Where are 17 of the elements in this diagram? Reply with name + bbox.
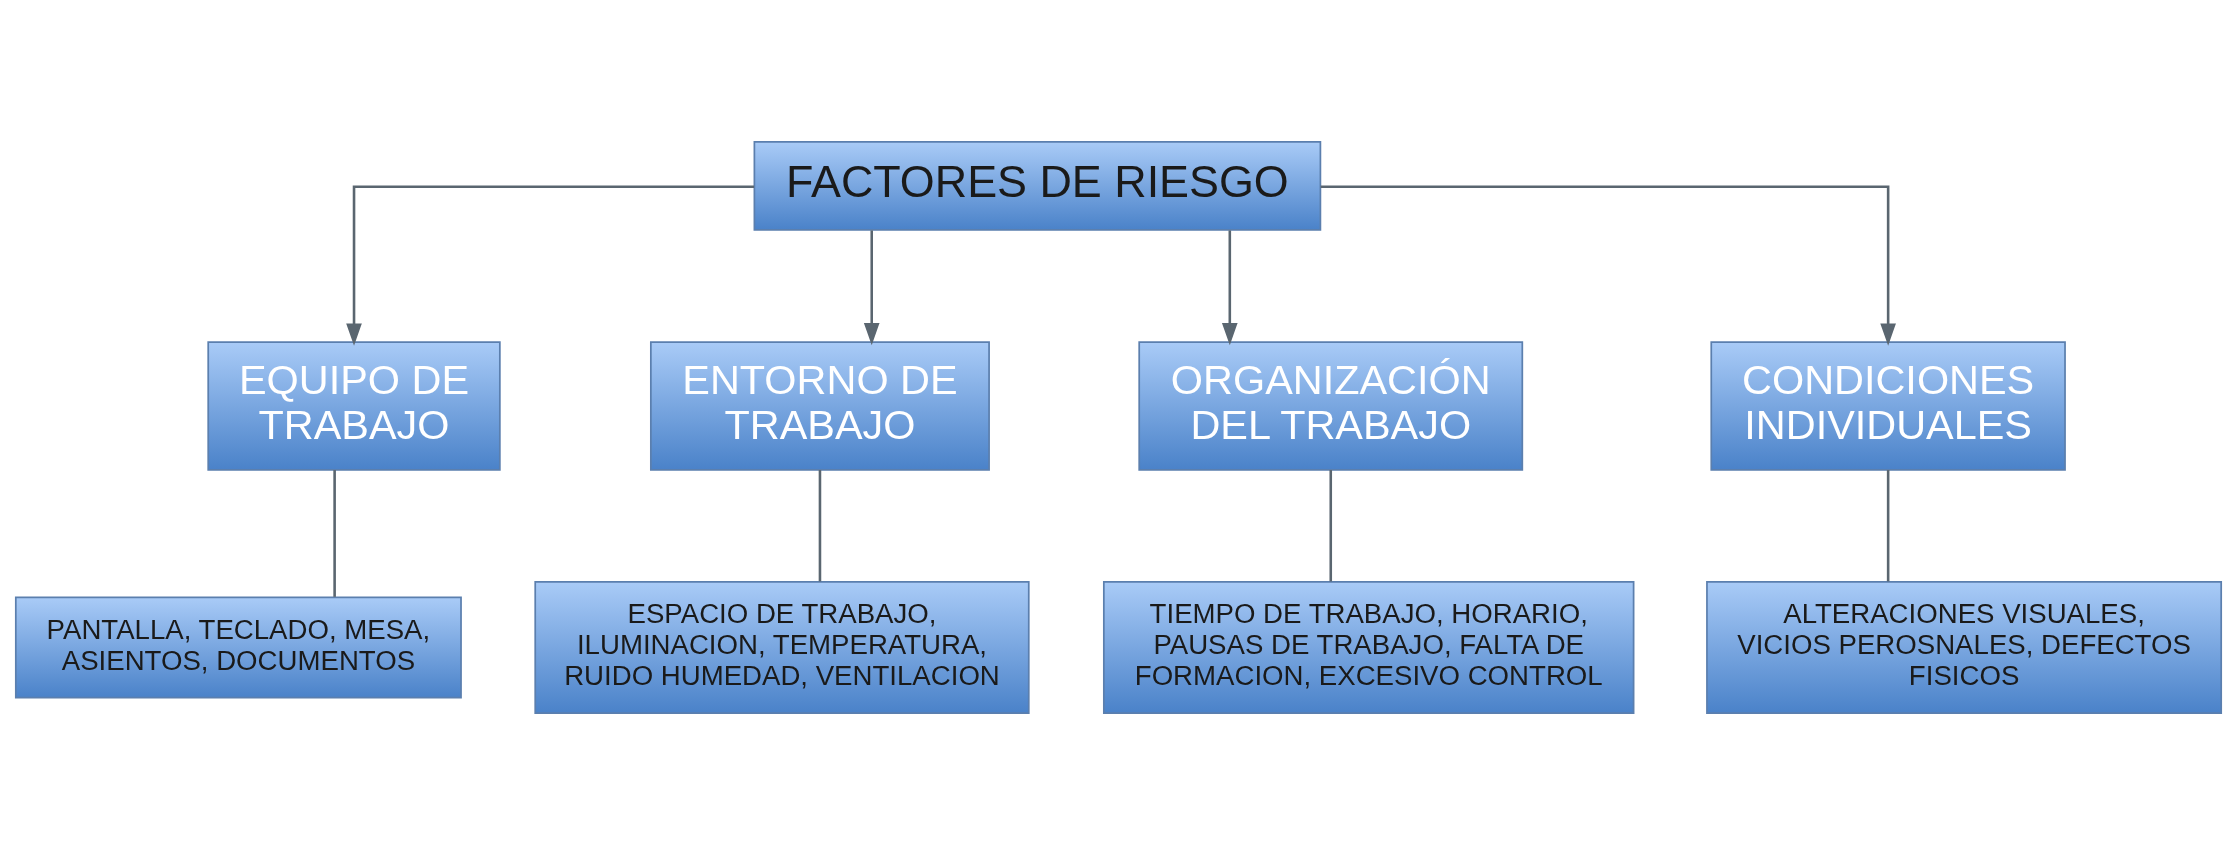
- connector: [1886, 470, 1890, 582]
- connector: [333, 470, 336, 597]
- node-box: PANTALLA, TECLADO, MESA, ASIENTOS, DOCUMENTOS: [14, 596, 462, 699]
- node-box: CONDICIONES INDIVIDUALES: [1710, 341, 2066, 471]
- node-box: TIEMPO DE TRABAJO, HORARIO, PAUSAS DE TRABAJO, FALTA DE FORMACION, EXCESIVO CONTROL: [1102, 581, 1635, 714]
- node-box: ALTERACIONES VISUALES, VICIOS PEROSNALES, DEFECTOS FISICOS: [1706, 581, 2223, 714]
- arrow: [1221, 230, 1238, 346]
- arrow: [346, 185, 754, 346]
- connector: [818, 470, 822, 582]
- connector: [1329, 470, 1333, 582]
- node-box: FACTORES DE RIESGO: [753, 141, 1322, 231]
- arrow: [863, 230, 880, 346]
- arrow: [1320, 185, 1896, 346]
- node-box: ENTORNO DE TRABAJO: [650, 341, 990, 471]
- node-box: ORGANIZACIÓN DEL TRABAJO: [1138, 341, 1524, 471]
- node-box: EQUIPO DE TRABAJO: [207, 341, 501, 471]
- node-box: ESPACIO DE TRABAJO, ILUMINACION, TEMPERATURA, RUIDO HUMEDAD, VENTILACION: [534, 581, 1030, 714]
